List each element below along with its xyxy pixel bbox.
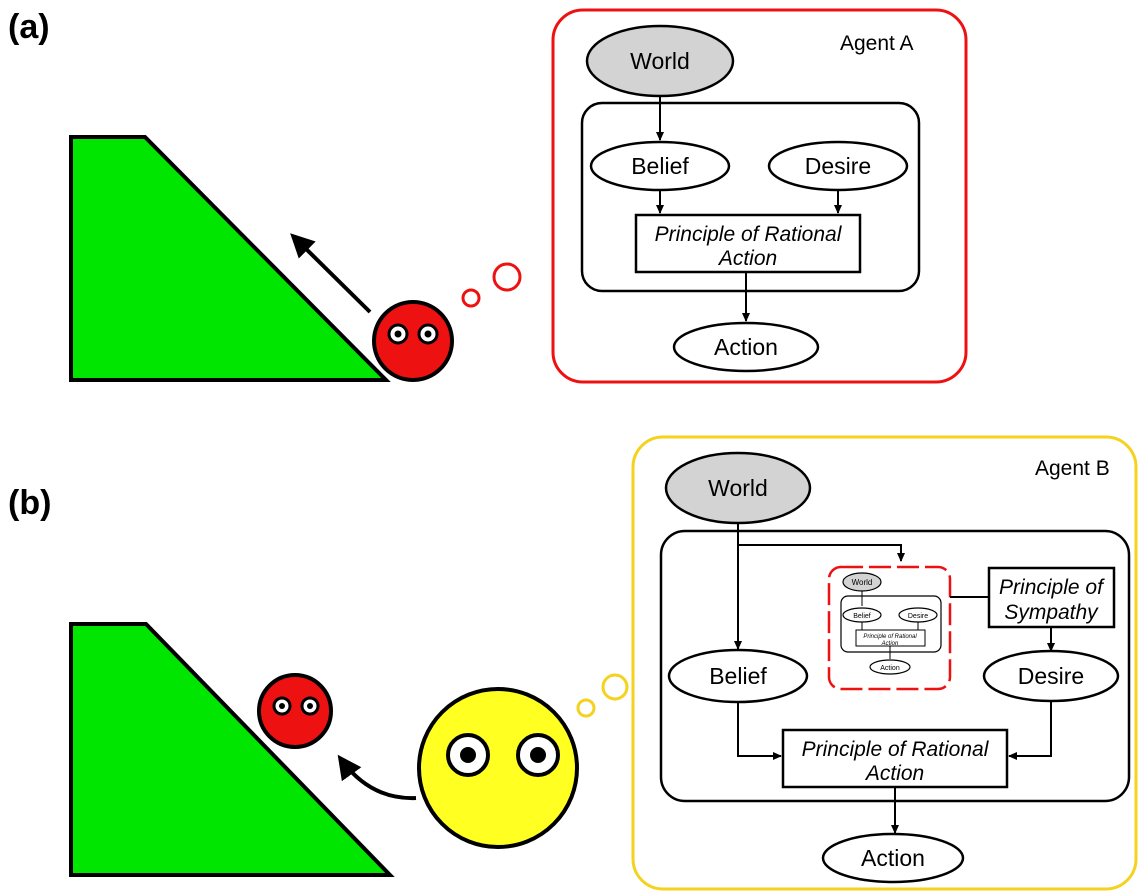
panel-b: (b) Agent B World: [8, 435, 1138, 891]
hill-b: [69, 622, 395, 877]
yellow-agent-b: [417, 687, 579, 849]
nested-rational-line2: Action: [881, 641, 899, 647]
nested-belief-label: Belief: [853, 613, 871, 620]
nested-rational-line1: Principle of Rational: [863, 634, 917, 640]
world-label-b: World: [708, 475, 768, 501]
desire-label-b: Desire: [1018, 663, 1084, 689]
thought-bubble-small-a: [461, 288, 481, 308]
panel-a: (a) Agent A World Belief Desire: [8, 8, 968, 384]
nested-action-label: Action: [880, 665, 900, 672]
red-agent-b: [257, 673, 333, 749]
rational-action-line2-a: Action: [717, 247, 777, 270]
nested-world-label: World: [852, 578, 873, 587]
edge-belief-rational-b: [737, 702, 782, 760]
agent-b-label: Agent B: [1035, 457, 1110, 480]
red-agent-a: [372, 300, 454, 382]
nested-agent-model: World Belief Desire Principle of Rationa…: [827, 565, 952, 691]
rational-action-line1-a: Principle of Rational: [655, 223, 843, 246]
panel-b-label: (b): [8, 484, 51, 522]
thought-bubble-large-b: [601, 673, 629, 701]
climb-arrow-a: [290, 233, 372, 314]
rational-action-box-a: [634, 213, 862, 274]
thought-bubble-small-b: [576, 698, 596, 718]
edge-desire-rational-b: [1008, 701, 1052, 760]
nested-desire-label: Desire: [908, 613, 928, 620]
thought-bubble-large-a: [492, 262, 522, 292]
world-label-a: World: [630, 48, 690, 74]
action-node-b: [821, 832, 965, 884]
action-label-a: Action: [714, 334, 778, 360]
panel-a-label: (a): [8, 8, 50, 46]
agent-a-label: Agent A: [840, 32, 914, 55]
help-arrow-b: [337, 754, 417, 801]
agent-a-model-box: [580, 101, 921, 293]
rational-action-line1-b: Principle of Rational: [802, 738, 990, 761]
sympathy-line2-b: Sympathy: [1004, 601, 1099, 624]
rational-action-box-b: [781, 728, 1009, 789]
action-node-a: [672, 321, 820, 373]
belief-label-a: Belief: [631, 153, 689, 179]
edge-world-nested-b: [738, 544, 905, 562]
rational-action-line2-b: Action: [864, 762, 924, 785]
sympathy-line1-b: Principle of: [999, 576, 1105, 599]
desire-label-a: Desire: [805, 153, 871, 179]
sympathy-box-b: [987, 566, 1116, 629]
belief-label-b: Belief: [709, 663, 767, 689]
hill-a: [69, 135, 391, 382]
action-label-b: Action: [861, 845, 925, 871]
